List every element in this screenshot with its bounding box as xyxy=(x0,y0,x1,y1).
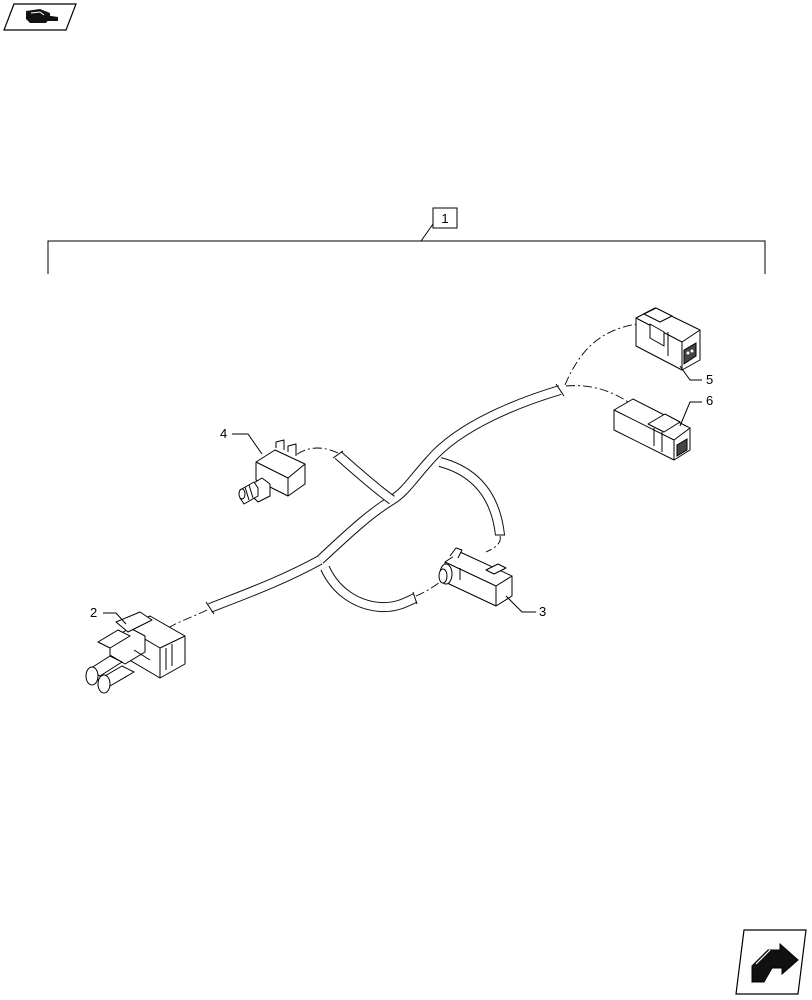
callout-leaders xyxy=(103,365,702,625)
next-arrow-icon[interactable] xyxy=(735,929,807,995)
callout-5: 5 xyxy=(706,372,713,387)
connector-5[interactable] xyxy=(635,307,701,371)
sensor-3[interactable] xyxy=(438,547,513,607)
callout-6: 6 xyxy=(706,393,713,408)
assembly-bracket: 1 xyxy=(47,207,766,274)
book-hand-icon[interactable] xyxy=(3,3,77,31)
callout-4: 4 xyxy=(220,426,227,441)
toggle-switch-4[interactable] xyxy=(238,439,306,505)
callout-1: 1 xyxy=(441,211,448,226)
connector-6[interactable] xyxy=(613,398,691,461)
callout-3: 3 xyxy=(539,604,546,619)
callout-2: 2 xyxy=(90,605,97,620)
connection-lines xyxy=(167,323,638,629)
wire-harness xyxy=(205,383,565,615)
connector-2[interactable] xyxy=(85,611,186,694)
